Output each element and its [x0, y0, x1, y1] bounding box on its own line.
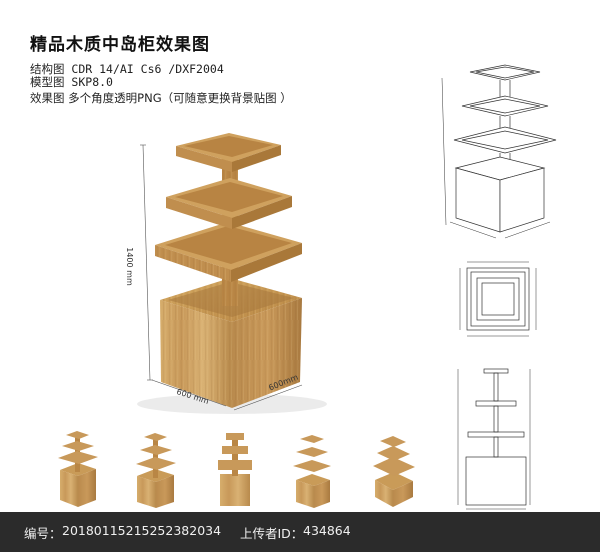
main-dimension-lines — [140, 144, 303, 411]
page-title: 精品木质中岛柜效果图 — [30, 35, 210, 55]
id-label: 编号： — [24, 526, 62, 541]
front-elevation-drawing — [457, 368, 531, 510]
height-dimension-label: 1400 mm — [124, 247, 134, 286]
render-variant-3 — [218, 433, 252, 506]
footer-bar: 编号： 20180115215252382034 上传者ID： 434864 — [0, 512, 600, 552]
structure-spec-line: 结构图 CDR 14/AI Cs6 /DXF2004 — [30, 62, 224, 76]
render-variant-4 — [293, 435, 331, 508]
uploader-value: 434864 — [303, 523, 351, 538]
render-variant-5 — [373, 436, 415, 507]
model-spec-line: 模型图 SKP8.0 — [30, 75, 113, 89]
plan-view-drawing — [459, 261, 537, 337]
render-variant-1 — [58, 431, 98, 507]
iso-technical-drawing — [441, 64, 557, 239]
id-value: 20180115215252382034 — [62, 523, 222, 538]
uploader-label: 上传者ID： — [240, 526, 304, 541]
main-cabinet-render — [137, 133, 327, 414]
render-variant-2 — [136, 433, 176, 508]
render-spec-line: 效果图 多个角度透明PNG（可随意更换背景贴图 ） — [30, 91, 292, 105]
